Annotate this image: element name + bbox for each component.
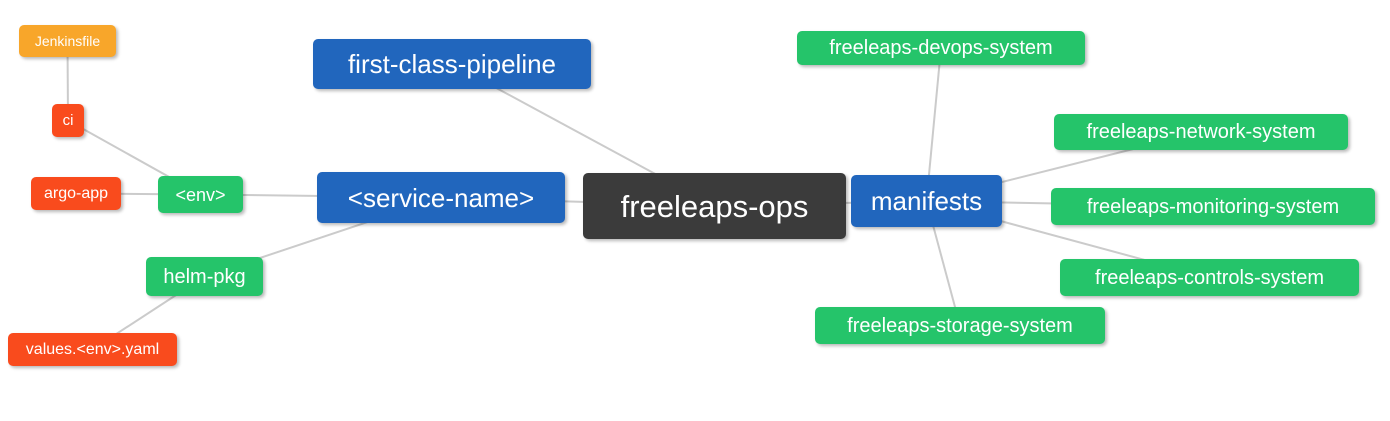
node-argo-app[interactable]: argo-app <box>31 177 121 210</box>
node-service-name[interactable]: <service-name> <box>317 172 565 223</box>
node-ci[interactable]: ci <box>52 104 84 137</box>
node-freeleaps-controls-system[interactable]: freeleaps-controls-system <box>1060 259 1359 296</box>
node-label: freeleaps-ops <box>620 188 809 224</box>
node-label: helm-pkg <box>163 265 246 288</box>
node-label: Jenkinsfile <box>34 33 101 49</box>
node-freeleaps-monitoring-system[interactable]: freeleaps-monitoring-system <box>1051 188 1375 225</box>
node-label: freeleaps-monitoring-system <box>1086 195 1340 218</box>
node-helm-pkg[interactable]: helm-pkg <box>146 257 263 296</box>
node-manifests[interactable]: manifests <box>851 175 1002 227</box>
node-label: freeleaps-network-system <box>1086 121 1316 143</box>
node-label: <env> <box>175 184 226 205</box>
node-freeleaps-storage-system[interactable]: freeleaps-storage-system <box>815 307 1105 344</box>
node-label: <service-name> <box>347 182 535 213</box>
node-jenkinsfile[interactable]: Jenkinsfile <box>19 25 116 57</box>
node-label: manifests <box>870 186 983 216</box>
node-label: freeleaps-devops-system <box>829 37 1053 59</box>
node-first-class-pipeline[interactable]: first-class-pipeline <box>313 39 591 89</box>
node-env[interactable]: <env> <box>158 176 243 213</box>
node-freeleaps-devops-system[interactable]: freeleaps-devops-system <box>797 31 1085 65</box>
node-label: values.<env>.yaml <box>25 340 160 358</box>
node-label: freeleaps-storage-system <box>847 314 1073 337</box>
node-label: freeleaps-controls-system <box>1095 266 1324 289</box>
node-label: argo-app <box>43 184 109 202</box>
node-freeleaps-network-system[interactable]: freeleaps-network-system <box>1054 114 1348 150</box>
node-freeleaps-ops[interactable]: freeleaps-ops <box>583 173 846 239</box>
node-label: first-class-pipeline <box>347 49 557 79</box>
node-values-env-yaml[interactable]: values.<env>.yaml <box>8 333 177 366</box>
node-label: ci <box>62 112 74 129</box>
